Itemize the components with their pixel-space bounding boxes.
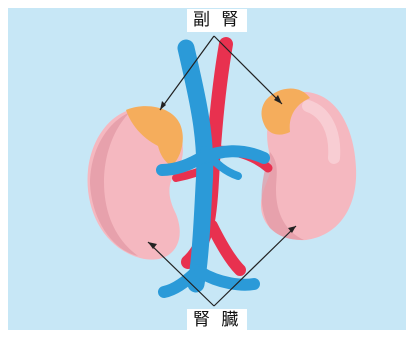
pointer-line-kidney-right <box>214 226 296 306</box>
kidney-label: 腎 臓 <box>187 309 247 332</box>
adrenal-gland-label: 副 腎 <box>187 9 247 32</box>
